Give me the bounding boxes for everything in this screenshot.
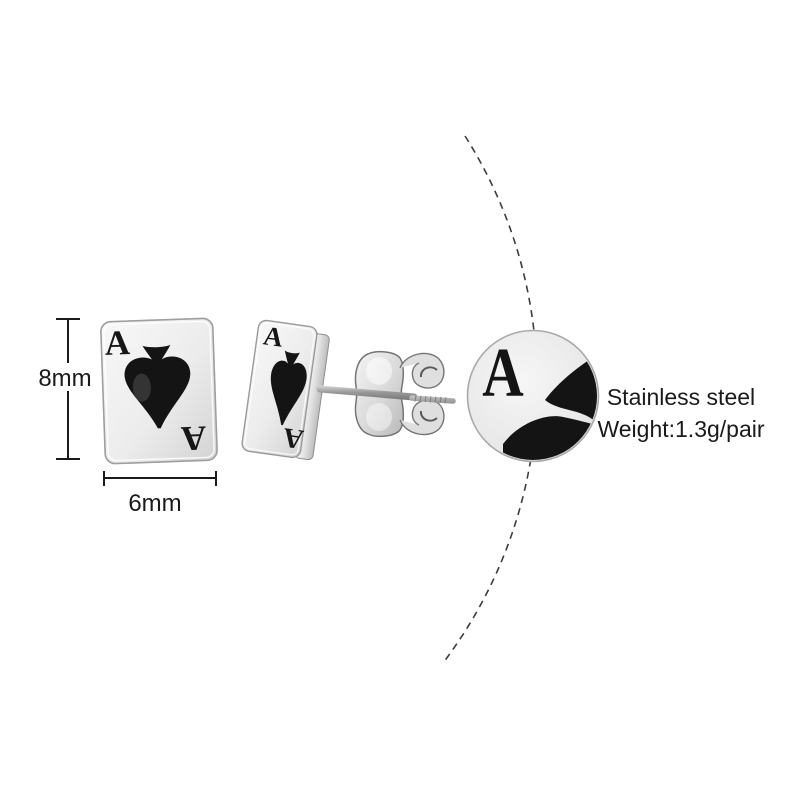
height-label: 8mm: [38, 365, 91, 392]
earring-post: [316, 385, 456, 404]
card-rank-bottom-right: A: [180, 418, 207, 458]
height-label-backdrop: [36, 363, 94, 391]
material-text: Stainless steel: [607, 384, 755, 410]
card-rank-top-left: A: [261, 320, 285, 352]
disc-rank-letter: A: [482, 334, 523, 412]
product-info: Stainless steel Weight:1.3g/pair: [597, 384, 764, 442]
post-threaded-tip: [409, 395, 456, 404]
clutch-highlight-top: [366, 357, 392, 385]
post-thread-marks: [414, 395, 447, 404]
width-label: 6mm: [128, 490, 181, 517]
front-card-view: A A: [100, 317, 218, 465]
card-face-highlight: [244, 322, 315, 456]
post-shaft: [316, 385, 418, 401]
clutch-wing-top-curl: [419, 366, 438, 378]
card-rank-top-left: A: [104, 323, 131, 363]
card-face-highlight: [103, 320, 215, 462]
spade-gloss-highlight: [132, 373, 151, 402]
width-dimension: [103, 471, 217, 486]
enamel-detail-blob: [503, 416, 597, 460]
weight-text: Weight:1.3g/pair: [597, 416, 764, 442]
clutch-highlight-bottom: [366, 403, 392, 431]
clutch-wing-bottom-curl: [419, 410, 438, 422]
detail-disc-view: A: [466, 329, 600, 463]
side-card-view: A A: [241, 319, 330, 461]
